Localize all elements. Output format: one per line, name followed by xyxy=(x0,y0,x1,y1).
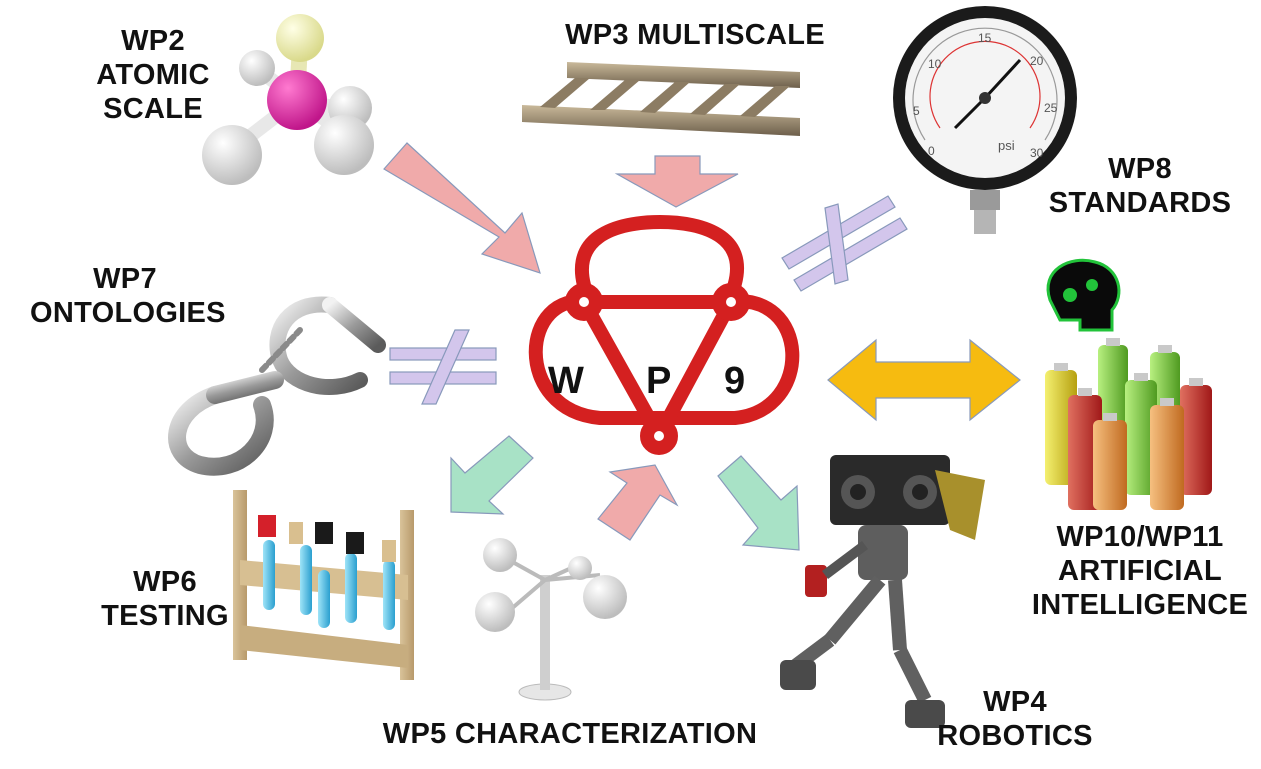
gauge-tick-15: 15 xyxy=(978,31,992,45)
wp3-label: WP3 MULTISCALE xyxy=(555,18,835,52)
wp2-label-line2: ATOMIC xyxy=(96,59,210,91)
wp2-label-line1: WP2 xyxy=(121,25,185,57)
wp6-label: WP6 TESTING xyxy=(100,565,230,633)
wp2-label: WP2 ATOMIC SCALE xyxy=(78,24,228,126)
wp10-label-line3: INTELLIGENCE xyxy=(1031,589,1249,621)
wp4-label: WP4 ROBOTICS xyxy=(930,685,1100,753)
wp5-label: WP5 CHARACTERIZATION xyxy=(370,717,770,751)
wp10-label-line1: WP10/WP11 xyxy=(1056,521,1224,553)
logo-outer-shape xyxy=(528,215,800,425)
wp4-label-line2: ROBOTICS xyxy=(937,720,1093,752)
wp7-label: WP7 ONTOLOGIES xyxy=(30,262,226,330)
gauge-tick-10: 10 xyxy=(928,57,942,71)
wp6-label-line2: TESTING xyxy=(101,600,229,632)
gauge-tick-0: 0 xyxy=(928,144,935,158)
logo-node-right xyxy=(712,283,750,321)
anemometer-icon xyxy=(475,538,627,701)
logo-letter-p: P xyxy=(646,360,671,402)
gauge-tick-30: 30 xyxy=(1030,146,1044,160)
wp9-logo xyxy=(528,215,800,455)
molecule-icon xyxy=(202,14,374,185)
arrow-center-to-wp4 xyxy=(717,455,800,551)
arrow-wp2-to-center xyxy=(383,142,541,274)
handcuffs-icon xyxy=(168,296,386,476)
logo-letter-w: W xyxy=(548,360,584,402)
logo-node-left xyxy=(565,283,603,321)
gauge-tick-20: 20 xyxy=(1030,54,1044,68)
wp4-label-line1: WP4 xyxy=(983,686,1047,718)
wp6-label-line1: WP6 xyxy=(133,566,197,598)
not-equal-wp7 xyxy=(389,329,497,405)
logo-letter-9: 9 xyxy=(724,360,745,402)
arrow-center-wp10-bidirectional xyxy=(827,338,1021,422)
ai-batteries-icon xyxy=(1045,258,1212,510)
arrow-center-to-wp6 xyxy=(450,435,534,515)
gauge-unit-label: psi xyxy=(998,138,1015,153)
wp7-label-line2: ONTOLOGIES xyxy=(30,297,226,329)
arrow-wp5-to-center xyxy=(597,464,679,541)
wp5-label-line1: WP5 CHARACTERIZATION xyxy=(382,718,758,750)
wp3-label-line1: WP3 MULTISCALE xyxy=(565,19,825,51)
wp10-label-line2: ARTIFICIAL xyxy=(1057,555,1223,587)
robot-icon xyxy=(780,455,985,728)
ladder-icon xyxy=(522,62,800,136)
arrow-wp3-to-center xyxy=(614,155,739,208)
logo-node-bottom xyxy=(640,417,678,455)
wp8-label-line1: WP8 xyxy=(1108,153,1172,185)
gauge-tick-5: 5 xyxy=(913,104,920,118)
wp8-label-line2: STANDARDS xyxy=(1048,187,1232,219)
test-tubes-icon xyxy=(233,490,414,680)
wp10-label: WP10/WP11 ARTIFICIAL INTELLIGENCE xyxy=(1020,520,1260,622)
wp7-label-line1: WP7 xyxy=(93,263,157,295)
pressure-gauge-icon: 0 5 10 15 20 25 30 psi xyxy=(893,6,1077,234)
gauge-tick-25: 25 xyxy=(1044,101,1058,115)
not-equal-wp8 xyxy=(781,195,908,292)
wp2-label-line3: SCALE xyxy=(103,93,203,125)
logo-triangle xyxy=(577,295,738,443)
wp8-label: WP8 STANDARDS xyxy=(1040,152,1240,220)
